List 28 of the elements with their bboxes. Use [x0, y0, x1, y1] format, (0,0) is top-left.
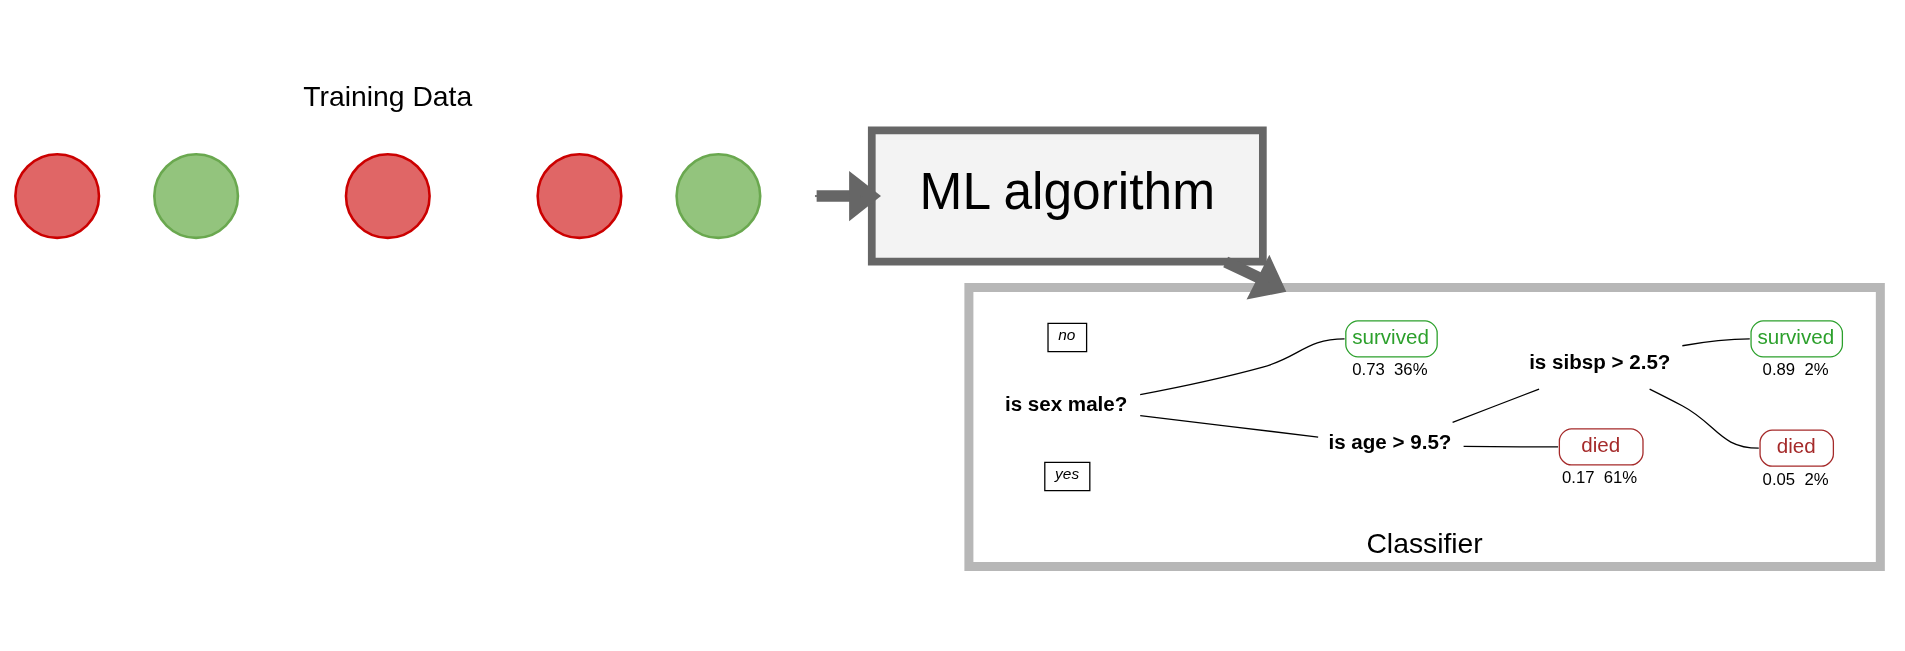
node-text: is age > 9.5? [1327, 429, 1451, 453]
node-label: 0.05 2% [1762, 469, 1829, 489]
connector [1681, 337, 1750, 346]
connector [1462, 445, 1559, 448]
node-box: died [1758, 429, 1834, 467]
connector [1648, 388, 1759, 449]
node-label: 0.89 2% [1762, 359, 1829, 379]
node-box: survived [1344, 319, 1438, 357]
node-circle [674, 152, 761, 239]
label: Training Data [302, 79, 472, 112]
connector [1139, 414, 1319, 438]
node-box: ML algorithm [867, 126, 1267, 266]
node-box: yes [1043, 461, 1090, 491]
node-box: died [1558, 427, 1644, 466]
node-text: is sibsp > 2.5? [1528, 349, 1670, 373]
node-text: is sex male? [1004, 391, 1127, 415]
node-circle [535, 152, 623, 239]
node-label: 0.73 36% [1351, 359, 1428, 379]
node-box: no [1046, 322, 1087, 352]
node-circle [152, 152, 239, 239]
node-box: survived [1749, 319, 1843, 357]
node-circle [13, 152, 100, 239]
connector [1139, 337, 1345, 395]
node-circle [344, 152, 431, 239]
arrow [1222, 254, 1286, 300]
arrow [816, 170, 881, 221]
node-label: 0.17 61% [1561, 467, 1637, 487]
connector [1451, 387, 1540, 423]
